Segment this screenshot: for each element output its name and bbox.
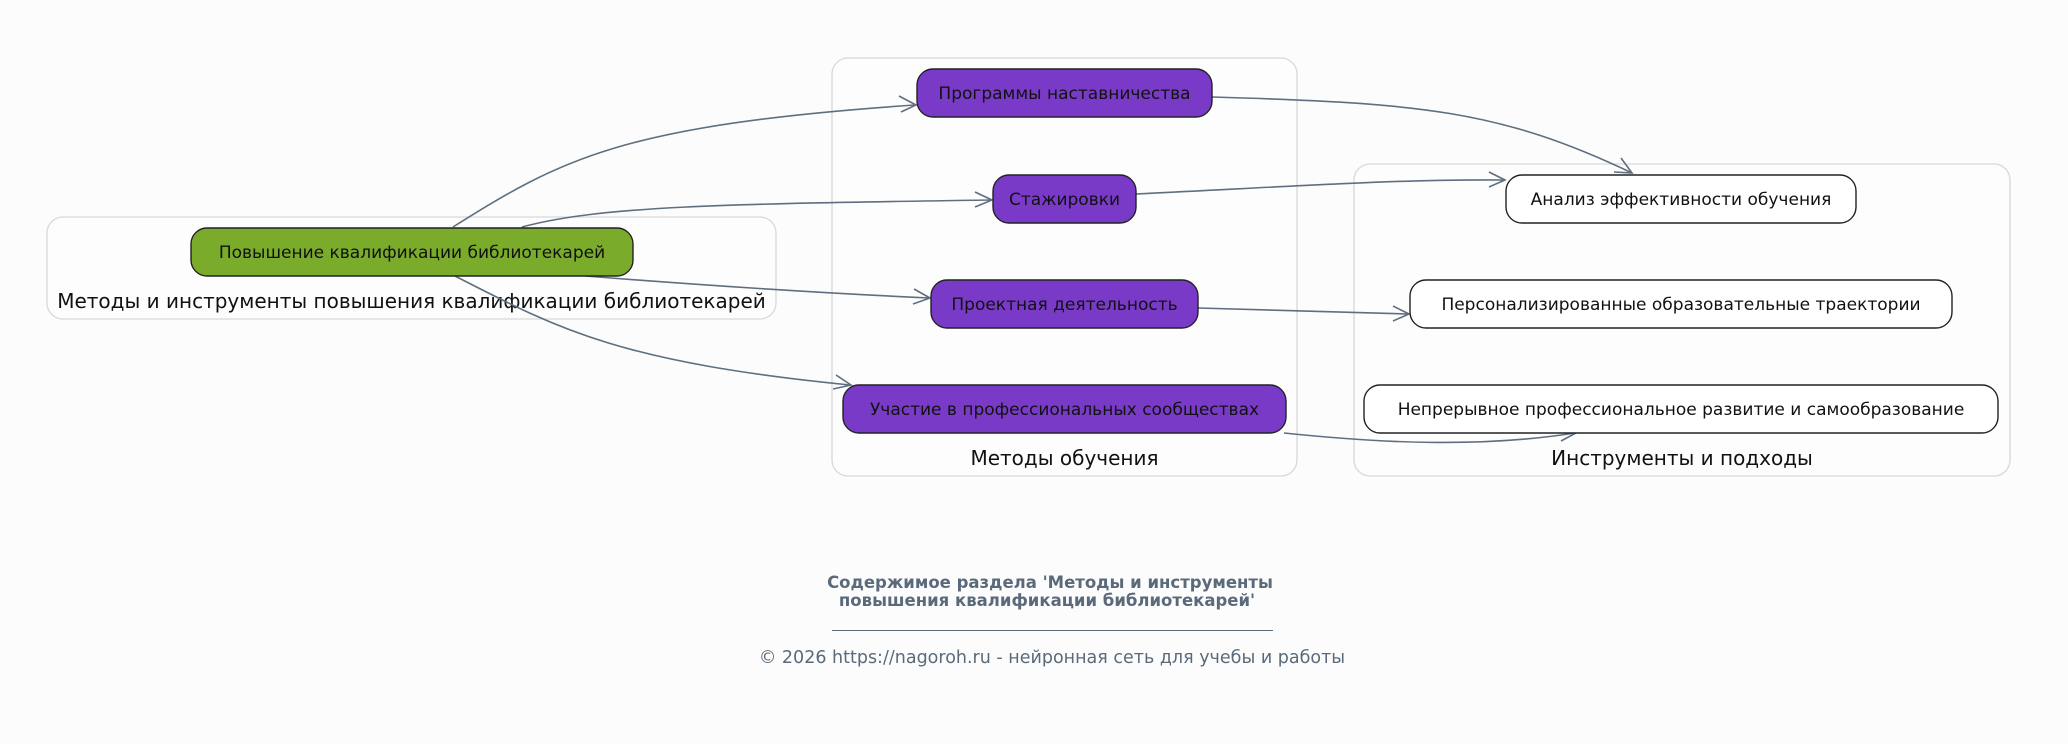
edge-projects-trajectories <box>1197 307 1409 315</box>
arrowhead-root-internships <box>974 191 994 208</box>
edge-root-internships <box>521 199 992 228</box>
edges <box>452 95 1634 444</box>
edge-mentoring-analysis <box>1211 96 1633 174</box>
edge-root-mentoring <box>452 104 916 228</box>
cluster-label-root: Методы и инструменты повышения квалифика… <box>57 289 766 313</box>
node-continuous[interactable]: Непрерывное профессиональное развитие и … <box>1363 384 1999 434</box>
node-continuous-label: Непрерывное профессиональное развитие и … <box>1398 400 1965 420</box>
node-internships[interactable]: Стажировки <box>992 174 1137 224</box>
arrowhead-root-communities <box>832 374 854 390</box>
arrowhead-root-projects <box>912 288 932 305</box>
arrowhead-internships-analysis <box>1488 171 1507 188</box>
node-communities-label: Участие в профессиональных сообществах <box>870 400 1259 420</box>
node-internships-box[interactable] <box>992 174 1137 224</box>
footer-divider <box>832 630 1273 631</box>
node-root-box[interactable] <box>190 227 634 277</box>
node-trajectories-box[interactable] <box>1409 279 1953 329</box>
node-communities[interactable]: Участие в профессиональных сообществах <box>842 384 1287 434</box>
cluster-methods: Методы обучения <box>831 57 1298 477</box>
node-continuous-box[interactable] <box>1363 384 1999 434</box>
node-root-label: Повышение квалификации библиотекарей <box>219 243 605 263</box>
footer-title-line2: повышения квалификации библиотекарей' <box>838 591 1256 610</box>
node-mentoring-box[interactable] <box>916 68 1213 118</box>
node-analysis[interactable]: Анализ эффективности обучения <box>1505 174 1857 224</box>
cluster-label-methods: Методы обучения <box>970 446 1158 470</box>
node-mentoring[interactable]: Программы наставничества <box>916 68 1213 118</box>
node-projects[interactable]: Проектная деятельность <box>930 279 1199 329</box>
node-communities-box[interactable] <box>842 384 1287 434</box>
node-trajectories[interactable]: Персонализированные образовательные трае… <box>1409 279 1953 329</box>
cluster-label-tools: Инструменты и подходы <box>1551 446 1813 470</box>
footer-title: Содержимое раздела 'Методы и инструменты… <box>0 574 2068 610</box>
edge-root-communities <box>454 275 851 386</box>
footer-title-line1: Содержимое раздела 'Методы и инструменты <box>827 573 1273 592</box>
arrowhead-projects-trajectories <box>1392 305 1411 322</box>
node-analysis-box[interactable] <box>1505 174 1857 224</box>
node-trajectories-label: Персонализированные образовательные трае… <box>1441 295 1920 315</box>
node-root[interactable]: Повышение квалификации библиотекарей <box>190 227 634 277</box>
arrowhead-mentoring-analysis <box>1613 157 1634 174</box>
node-analysis-label: Анализ эффективности обучения <box>1531 190 1832 210</box>
edge-internships-analysis <box>1135 179 1505 195</box>
node-mentoring-label: Программы наставничества <box>938 84 1190 104</box>
edge-root-projects <box>584 275 930 299</box>
node-internships-label: Стажировки <box>1009 190 1120 210</box>
edge-communities-continuous <box>1283 432 1576 444</box>
node-projects-label: Проектная деятельность <box>951 295 1177 315</box>
footer-copyright: © 2026 https://nagoroh.ru - нейронная се… <box>758 648 1346 668</box>
arrowhead-root-mentoring <box>898 95 918 113</box>
node-projects-box[interactable] <box>930 279 1199 329</box>
